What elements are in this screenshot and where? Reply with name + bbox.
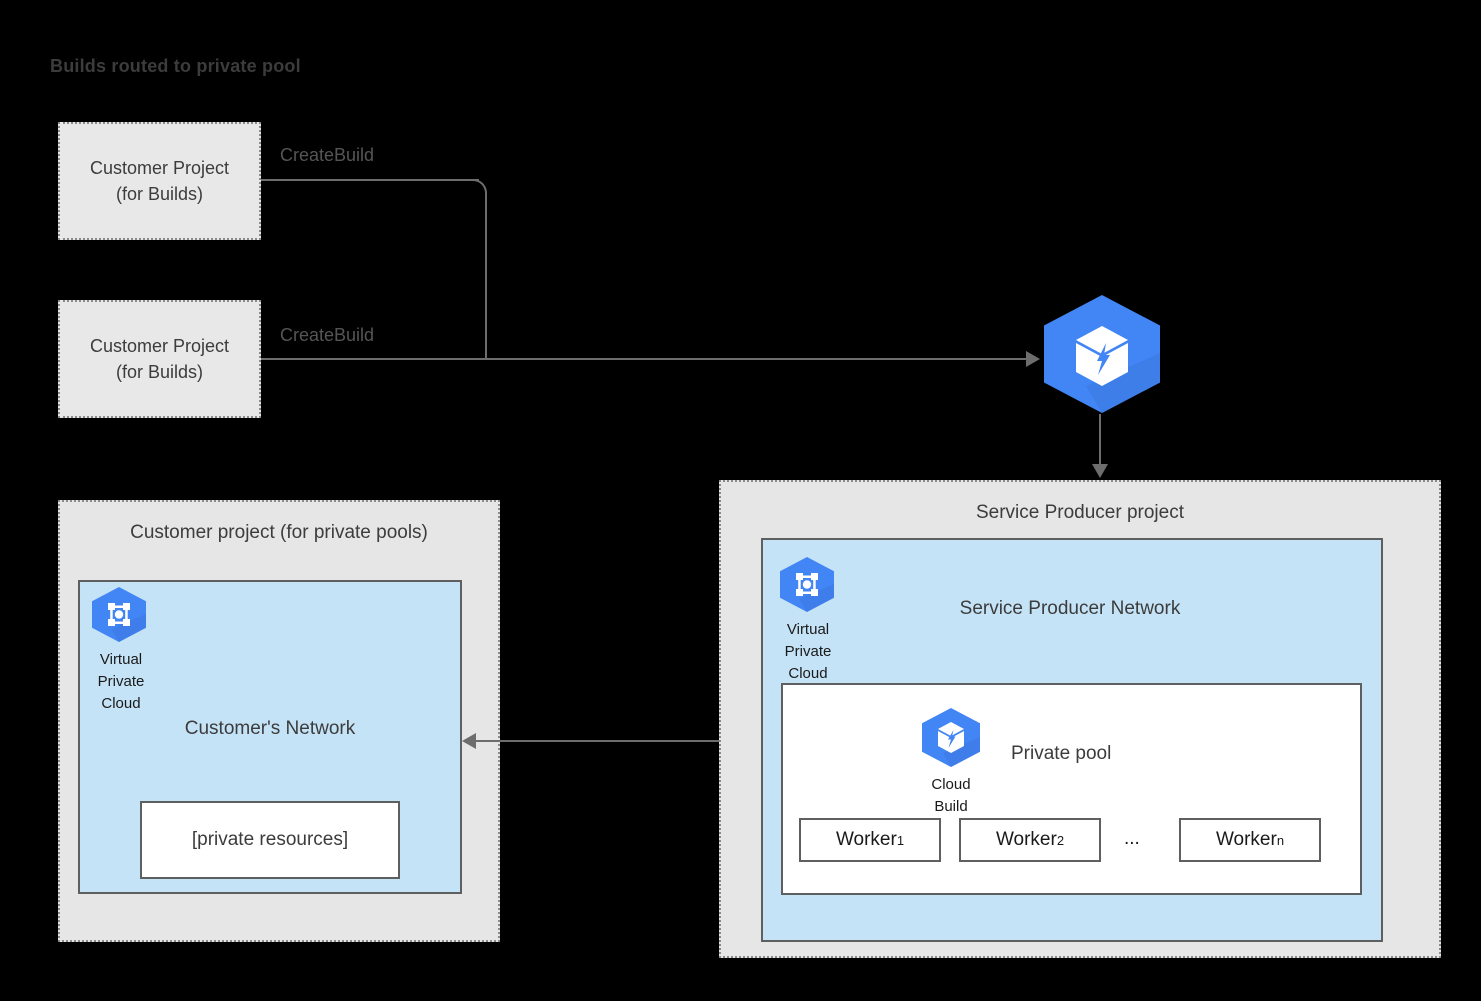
customer-project-title: Customer project (for private pools) <box>130 522 428 543</box>
virtual-private-cloud-icon <box>90 586 152 648</box>
arrowhead-to-cloud-build-icon <box>1026 351 1040 367</box>
vpc-caption-line2: Private <box>784 643 832 660</box>
customer-build-project-box-2: Customer Project (for Builds) <box>58 300 261 418</box>
customer-build-project-label-1b: (for Builds) <box>115 184 203 204</box>
arrowhead-peering-left <box>462 733 476 749</box>
vpc-caption-line1: Virtual <box>786 621 830 638</box>
private-pool-label: Private pool <box>1011 743 1112 764</box>
connector-line-down-to-service-producer <box>1099 414 1101 466</box>
vpc-caption-line1: Virtual <box>99 651 143 668</box>
virtual-private-cloud-icon <box>778 556 838 618</box>
worker-label-1: Worker <box>835 829 897 850</box>
worker-subscript-2: 2 <box>1056 832 1065 848</box>
edge-label-createbuild-1: CreateBuild <box>280 145 375 165</box>
customer-build-project-label-2b: (for Builds) <box>115 362 203 382</box>
connector-line-top-horizontal <box>261 179 479 181</box>
customer-build-project-label-2a: Customer Project <box>89 336 230 356</box>
service-producer-network-label: Service Producer Network <box>959 598 1181 619</box>
edge-label-createbuild-2: CreateBuild <box>280 325 375 345</box>
vpc-caption-line2: Private <box>97 673 145 690</box>
vpc-icon-group-service-producer: Virtual Private Cloud <box>778 556 838 684</box>
cloud-build-icon <box>1040 293 1164 415</box>
connector-line-main-horizontal <box>261 358 1036 360</box>
worker-subscript-n: n <box>1276 832 1285 848</box>
cloud-build-icon-group: Cloud Build <box>920 707 982 817</box>
vpc-caption-line3: Cloud <box>788 665 828 682</box>
connector-corner-top-right <box>471 179 487 195</box>
customer-build-project-label-1a: Customer Project <box>89 158 230 178</box>
worker-ellipsis: ... <box>1124 828 1140 849</box>
worker-subscript-1: 1 <box>896 832 905 848</box>
worker-label-2: Worker <box>995 829 1057 850</box>
service-producer-project-title: Service Producer project <box>975 502 1185 523</box>
connector-line-top-vertical <box>485 193 487 360</box>
page-title: Builds routed to private pool <box>50 56 301 76</box>
customers-network-label: Customer's Network <box>184 718 356 739</box>
cloud-build-caption-line1: Cloud <box>931 776 971 793</box>
cloud-build-caption-line2: Build <box>934 798 968 815</box>
private-resources-box: [private resources] <box>140 801 400 879</box>
private-pool-box <box>781 683 1362 895</box>
vpc-icon-group-customer: Virtual Private Cloud <box>90 586 152 714</box>
worker-label-n: Worker <box>1215 829 1277 850</box>
vpc-caption-line3: Cloud <box>101 695 141 712</box>
customer-build-project-box-1: Customer Project (for Builds) <box>58 122 261 240</box>
arrowhead-down-to-service-producer <box>1092 464 1108 478</box>
cloud-build-icon <box>920 707 982 773</box>
connector-line-network-peering <box>476 740 746 742</box>
